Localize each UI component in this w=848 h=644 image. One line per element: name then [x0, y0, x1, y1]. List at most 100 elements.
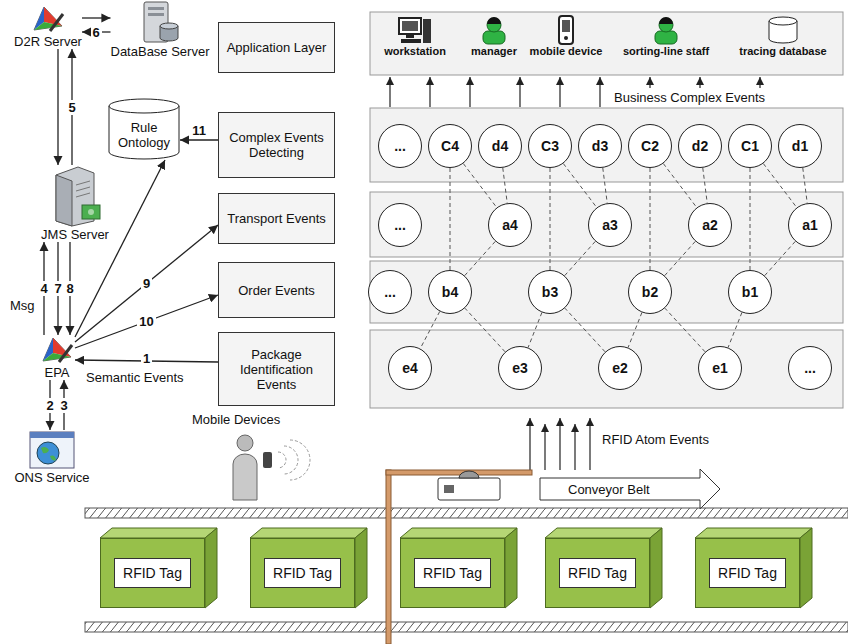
icon-art	[140, 0, 180, 44]
node-text: C3	[541, 138, 559, 154]
dashed-connector	[503, 168, 507, 203]
event-circle: d1	[778, 124, 822, 168]
node-text: e4	[402, 360, 418, 376]
dashed-connector	[450, 168, 451, 270]
database-server: DataBase Server	[111, 0, 210, 59]
dashed-connector	[628, 312, 642, 347]
d2r-server: D2R Server	[14, 4, 82, 49]
node-text: workstation	[384, 45, 446, 58]
event-circle: e2	[598, 346, 642, 390]
node-text: a1	[802, 217, 818, 233]
icon-art	[30, 4, 66, 34]
event-circle: a2	[688, 203, 732, 247]
workstation-icon: workstation	[384, 15, 446, 58]
dashed-connector	[528, 312, 542, 347]
event-circle: a3	[588, 203, 632, 247]
node-text: ...	[394, 217, 406, 233]
node-text: RFID Tag	[559, 558, 636, 588]
event-circle: e3	[498, 346, 542, 390]
event-circle: e1	[698, 346, 742, 390]
node-text: Order Events	[238, 283, 315, 298]
arrow-connector	[57, 49, 58, 165]
node-text: Complex Events Detecting	[223, 130, 330, 160]
node-text: d3	[592, 138, 608, 154]
callout-number: 5	[66, 100, 77, 115]
phone-icon: mobile device	[530, 15, 603, 58]
dashed-connector	[565, 308, 605, 352]
node-text: Package Identification Events	[223, 347, 330, 392]
event-circle: b2	[628, 270, 672, 314]
dashed-connector	[665, 308, 705, 352]
dashed-connector	[603, 168, 607, 203]
event-circle: d4	[478, 124, 522, 168]
message-label: Msg	[8, 298, 37, 313]
node-text: DataBase Server	[111, 44, 210, 59]
callout-number: 8	[64, 281, 75, 296]
event-circle: ...	[368, 270, 412, 314]
event-circle: C2	[628, 124, 672, 168]
node-text: RFID Tag	[414, 558, 491, 588]
icon-art	[556, 15, 576, 45]
node-text: ...	[394, 138, 406, 154]
callout-number: 4	[38, 281, 49, 296]
icon-art	[48, 165, 103, 227]
node-text: e1	[712, 360, 728, 376]
node-text: a3	[602, 217, 618, 233]
person-icon: sorting-line staff	[623, 15, 709, 58]
rfid-tag: RFID Tag	[250, 538, 355, 608]
node-text: ...	[384, 284, 396, 300]
event-circle: C4	[428, 124, 472, 168]
event-circle: a4	[488, 203, 532, 247]
node-text: Transport Events	[227, 211, 326, 226]
icon-art	[479, 15, 509, 45]
arrow-connector	[180, 139, 218, 140]
node-text: Rule Ontology	[108, 120, 180, 150]
dashed-connector	[803, 168, 807, 203]
node-text: d1	[792, 138, 808, 154]
node-text: e3	[512, 360, 528, 376]
epa-agent: EPA	[39, 335, 75, 380]
belt-label: Conveyor Belt	[566, 482, 652, 497]
rail	[85, 508, 848, 518]
event-circle: ...	[788, 346, 832, 390]
tag-faces	[100, 528, 812, 608]
callout-number: 6	[91, 25, 102, 40]
node-text: d4	[492, 138, 508, 154]
node-text: sorting-line staff	[623, 45, 709, 58]
node-text: a2	[702, 217, 718, 233]
node-text: manager	[471, 45, 517, 58]
rfid-tag: RFID Tag	[695, 538, 800, 608]
node-text: C1	[741, 138, 759, 154]
jms-server: JMS Server	[41, 165, 109, 242]
rail	[85, 622, 848, 632]
event-circle: d2	[678, 124, 722, 168]
node-text: mobile device	[530, 45, 603, 58]
icon-art	[28, 430, 76, 470]
dashed-connector	[550, 168, 551, 270]
database-icon: tracing database	[739, 15, 826, 58]
event-circle: d3	[578, 124, 622, 168]
callout-number: 1	[141, 351, 152, 366]
layer-label: Complex Events Detecting	[218, 112, 335, 178]
node-text: RFID Tag	[264, 558, 341, 588]
callout-number: 2	[44, 398, 55, 413]
dashed-connector	[765, 241, 796, 275]
node-text: JMS Server	[41, 227, 109, 242]
person-icon: manager	[471, 15, 517, 58]
dashed-connector	[463, 164, 496, 208]
rfid-atom-arrows	[530, 418, 590, 470]
event-circle: C1	[728, 124, 772, 168]
dashed-connector	[465, 241, 496, 275]
ontology-cylinder: Rule Ontology	[108, 98, 180, 160]
event-circle: b3	[528, 270, 572, 314]
rfid-tag: RFID Tag	[100, 538, 205, 608]
icon-art	[39, 335, 75, 365]
node-text: C4	[441, 138, 459, 154]
rfid-tag: RFID Tag	[545, 538, 650, 608]
device-label: Mobile Devices	[190, 412, 282, 427]
event-circle: C3	[528, 124, 572, 168]
arrow-connector	[75, 225, 218, 342]
node-text: b3	[542, 284, 558, 300]
node-text: RFID Tag	[709, 558, 786, 588]
event-circle: ...	[378, 124, 422, 168]
